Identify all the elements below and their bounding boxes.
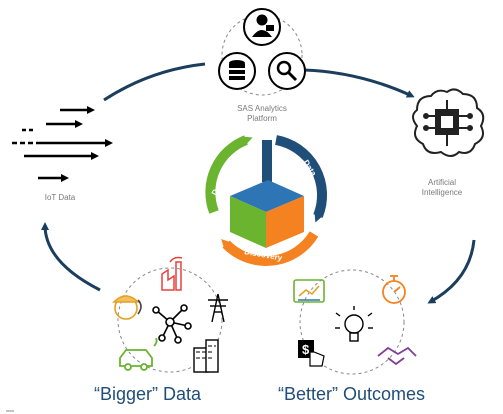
flow-arrow-ai-to-outcomes (427, 239, 476, 304)
car-icon (119, 337, 158, 371)
iot-data-label: IoT Data (44, 193, 76, 202)
stopwatch-icon (382, 275, 406, 304)
network-icon (152, 304, 192, 344)
svg-text:$: $ (302, 342, 310, 357)
handshake-icon (377, 346, 417, 366)
central-cube (230, 140, 304, 248)
database-icon (218, 52, 256, 90)
better-outcomes-dashed-ring (299, 269, 405, 375)
flow-arrow-platform-to-ai (303, 68, 415, 98)
bigger-data-label: “Bigger” Data (94, 384, 202, 404)
building-icon (193, 339, 219, 373)
iot-arrows-icon (12, 106, 113, 182)
worker-icon (112, 295, 142, 320)
flow-arrow-iot-to-platform (103, 62, 206, 102)
dollar-touch-icon: $ (298, 340, 325, 367)
cycle-discovery-arc (221, 231, 319, 266)
brain-chip-icon (412, 88, 485, 157)
ai-label: Artificial Intelligence (402, 178, 482, 198)
factory-icon (161, 256, 183, 291)
flow-arrow-data-to-iot (41, 222, 101, 292)
magnifier-icon (268, 52, 306, 90)
dashboard-icon (293, 279, 325, 303)
power-tower-icon (208, 293, 228, 323)
bigger-data-dashed-ring (117, 267, 223, 373)
ai-label-line2: Intelligence (421, 188, 463, 197)
person-icon (243, 8, 281, 46)
cycle-data-arc (274, 135, 327, 223)
better-outcomes-label: “Better” Outcomes (278, 384, 426, 404)
ai-label-line1: Artificial (427, 178, 456, 187)
platform-label: SAS Analytics Platform (222, 104, 302, 124)
cycle-deployment-arc (205, 135, 253, 214)
platform-label-line2: Platform (247, 114, 277, 123)
platform-label-line1: SAS Analytics (237, 104, 287, 113)
lightbulb-icon (335, 306, 373, 342)
